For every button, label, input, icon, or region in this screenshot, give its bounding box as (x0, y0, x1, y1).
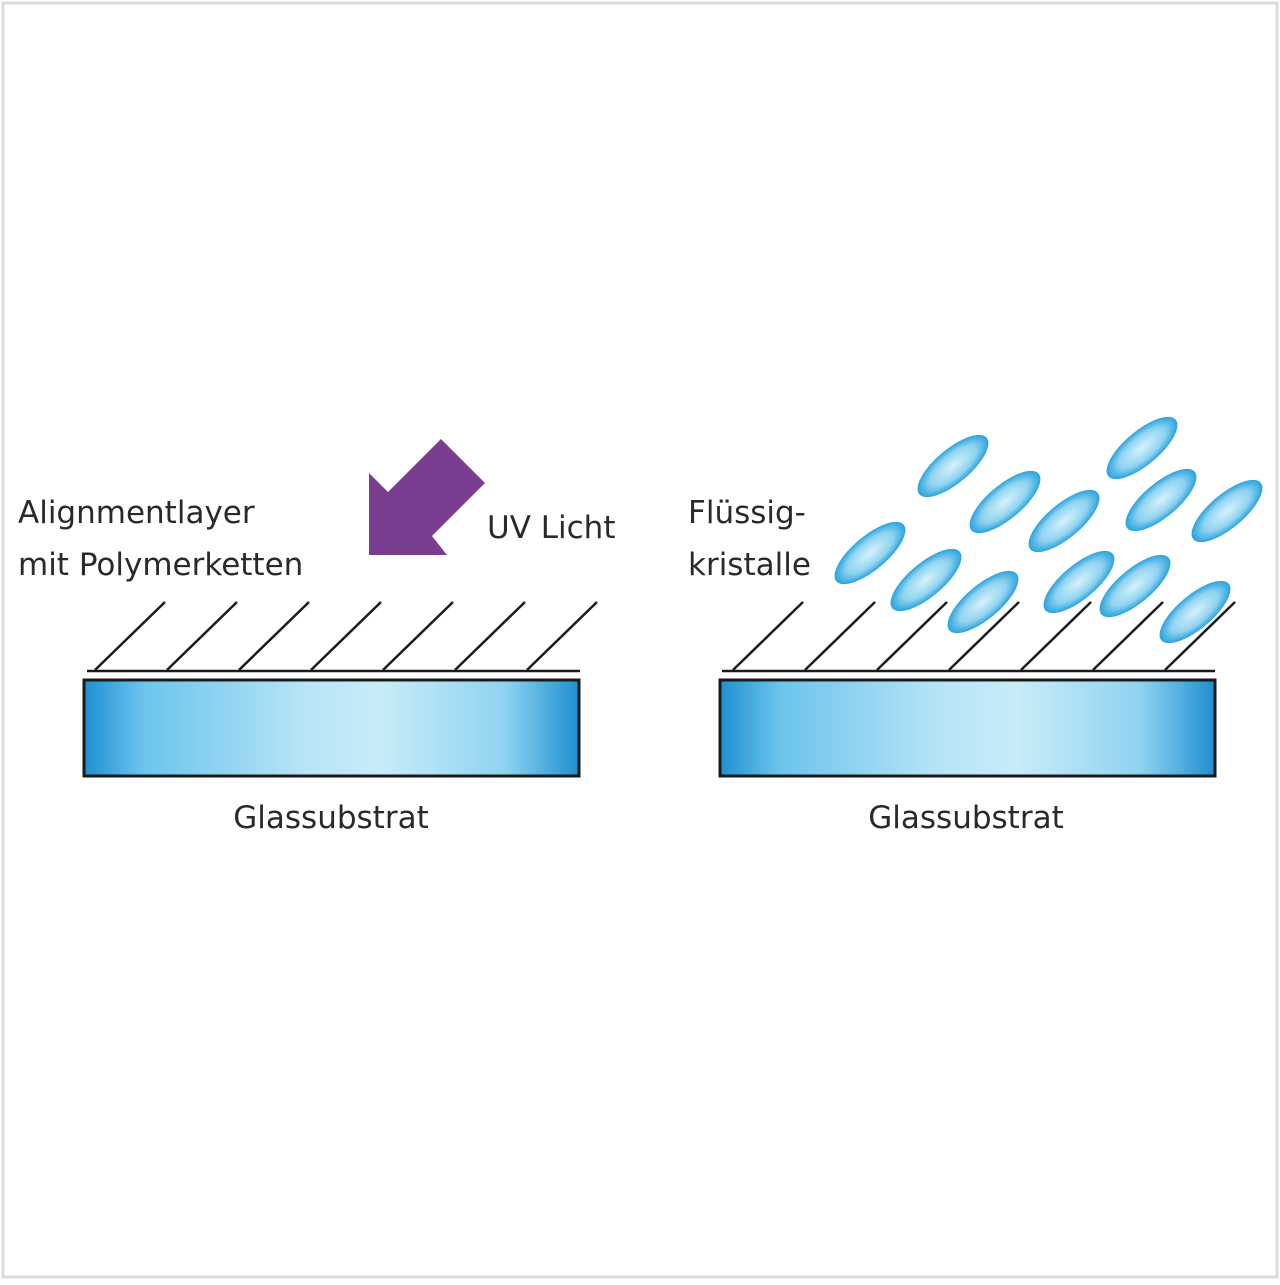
crystal (1106, 416, 1178, 480)
uv-light-label: UV Licht (487, 510, 615, 546)
uv-arrow-icon (369, 439, 485, 555)
substrate-label-right: Glassubstrat (868, 800, 1063, 836)
alignment-layer-label-line1: Alignmentlayer (18, 495, 255, 531)
crystal (1028, 489, 1100, 553)
crystal (1125, 468, 1197, 532)
crystal (1191, 479, 1263, 543)
crystal (969, 470, 1041, 534)
liquid-crystals-label-line1: Flüssig- (688, 495, 806, 531)
glass-substrate-right (718, 678, 1217, 778)
crystal (1043, 550, 1115, 614)
right-panel: Flüssig- kristalle (688, 416, 1263, 836)
liquid-crystals-label-line2: kristalle (688, 547, 811, 583)
liquid-crystals (834, 416, 1263, 644)
polymer-chains-right (732, 601, 1236, 671)
crystal (917, 434, 989, 498)
glass-substrate (82, 678, 581, 778)
left-panel: Alignmentlayer mit Polymerketten UV Lich… (18, 439, 615, 836)
crystal (1159, 580, 1231, 644)
substrate-label: Glassubstrat (233, 800, 428, 836)
polymer-chains (94, 601, 598, 671)
crystal (834, 521, 906, 585)
crystal (947, 570, 1019, 634)
crystal (890, 548, 962, 612)
crystal (1099, 554, 1171, 618)
alignment-layer-label-line2: mit Polymerketten (18, 547, 303, 583)
